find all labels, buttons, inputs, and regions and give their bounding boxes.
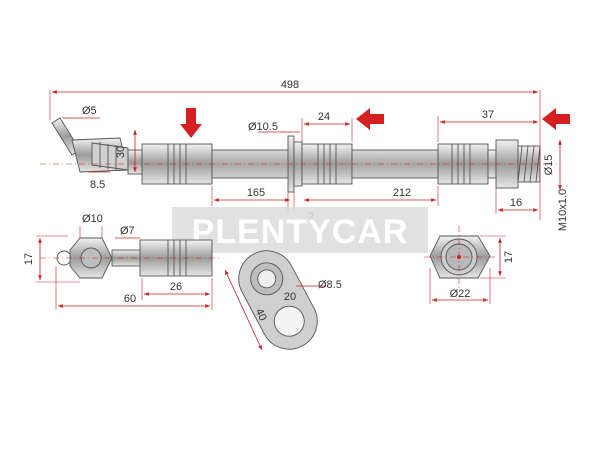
- bend-offset-label: 8.5: [90, 179, 105, 191]
- left-arrow-icon: [356, 108, 384, 130]
- bracket-lower-hole: [273, 305, 305, 337]
- tube-diameter-label: Ø10.5: [248, 121, 278, 133]
- thread-diameter-label: Ø15: [543, 155, 555, 176]
- hex-height-label: 17: [23, 253, 35, 265]
- hex-assembly-length-label: 60: [124, 293, 136, 305]
- section-c-label: 212: [393, 187, 411, 199]
- left-arrow-icon: [542, 108, 570, 130]
- plate-length-label: 40: [253, 307, 269, 323]
- thread-spec-label: M10x1.0: [557, 189, 569, 231]
- section-b-label: 165: [247, 187, 265, 199]
- end-diameter-label: Ø22: [450, 288, 471, 300]
- bracket-plate-view: Ø8.5 20 40: [224, 250, 342, 351]
- plate-hole-label: Ø8.5: [318, 279, 342, 291]
- inner-bore-label: Ø7: [120, 225, 135, 237]
- hex-size-label: Ø10: [82, 213, 103, 225]
- crimp-length-label: 26: [170, 281, 182, 293]
- thread-length-label: 16: [510, 197, 522, 209]
- watermark-text: PLENTYCAR: [192, 213, 409, 251]
- bend-diameter-label: Ø5: [82, 105, 97, 117]
- fitting-length-label: 37: [482, 109, 494, 121]
- watermark-banner: PLENTYCAR: [172, 207, 428, 253]
- bend-height-label: 30: [115, 146, 127, 158]
- hex-fitting-view: Ø10 Ø7 17 60 26: [23, 213, 220, 310]
- section-a-label: 24: [318, 111, 330, 123]
- left-bent-fitting: [51, 117, 129, 173]
- bracket-plate: [238, 250, 318, 350]
- end-height-label: 17: [503, 251, 515, 263]
- end-fitting-view: 17 Ø22: [424, 226, 515, 304]
- overall-length-label: 498: [281, 79, 299, 91]
- main-dimensions: 498 Ø5 30 8.5 Ø10.5 24 165 212 2 37: [49, 79, 569, 231]
- down-arrow-icon: [180, 108, 202, 138]
- right-crimp-sleeve: [437, 143, 489, 185]
- direction-arrows: [180, 108, 570, 138]
- main-hose-assembly: [40, 117, 560, 193]
- plate-width-label: 20: [284, 291, 296, 303]
